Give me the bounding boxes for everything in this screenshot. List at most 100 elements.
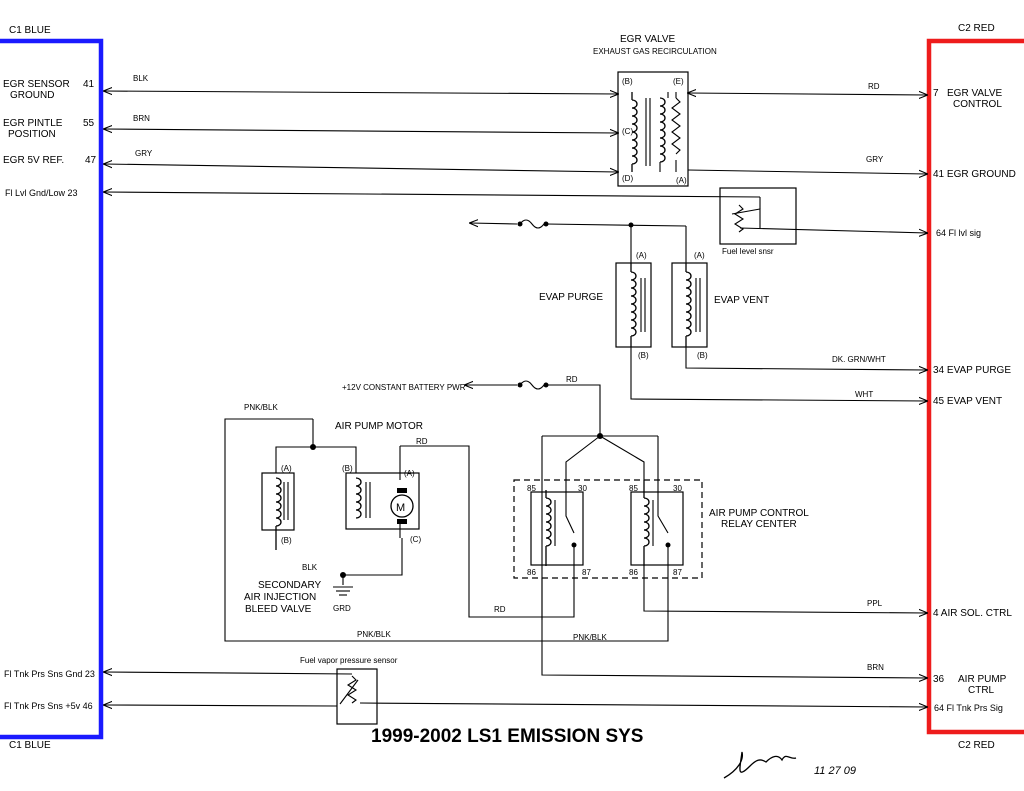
egr-pin-b: (B) bbox=[622, 77, 633, 86]
air-pump-motor-label: AIR PUMP MOTOR bbox=[335, 421, 423, 432]
fl-tnk-prs-sns-5v-label: Fl Tnk Prs Sns +5v 46 bbox=[4, 701, 93, 711]
wire-label-ppl: PPL bbox=[867, 599, 883, 608]
battery-fuse-icon bbox=[519, 380, 545, 390]
pump-pin-b: (B) bbox=[342, 464, 353, 473]
wire-label-gry-right: GRY bbox=[866, 155, 884, 164]
c2-connector-bar bbox=[926, 38, 1024, 735]
motor-symbol: M bbox=[396, 502, 405, 514]
relay-b-pin-86: 86 bbox=[629, 568, 638, 577]
egr-pin-a: (A) bbox=[676, 176, 687, 185]
relay-center-label: AIR PUMP CONTROL bbox=[709, 508, 809, 519]
egr-valve-resistor bbox=[671, 97, 681, 155]
c1-connector-bar bbox=[0, 38, 104, 740]
wire-fl-lvl-gnd bbox=[104, 192, 761, 198]
relay-a bbox=[530, 491, 584, 566]
egr-pin-d: (D) bbox=[622, 174, 633, 183]
egr-valve-control-label-2: CONTROL bbox=[953, 99, 1002, 110]
relay-b-pin-85: 85 bbox=[629, 484, 638, 493]
air-pump-ctrl-label: AIR PUMP bbox=[958, 674, 1007, 685]
evap-vent-pin-b: (B) bbox=[697, 351, 708, 360]
motor-icon bbox=[390, 494, 414, 518]
relay-b-pin-87: 87 bbox=[673, 568, 682, 577]
wire-label-rd-pump: RD bbox=[416, 437, 428, 446]
c2-bottom-label: C2 RED bbox=[958, 740, 995, 751]
wire-relay-b-87 bbox=[224, 418, 669, 642]
fuel-level-sensor-resistor bbox=[733, 204, 745, 233]
evap-fuse-icon bbox=[519, 219, 545, 229]
relay-b-pin-30: 30 bbox=[673, 484, 682, 493]
air-pump-ctrl-label-2: CTRL bbox=[968, 685, 995, 696]
fl-lvl-gnd-low-label: Fl Lvl Gnd/Low 23 bbox=[5, 188, 78, 198]
wire-label-blk: BLK bbox=[133, 74, 149, 83]
fuel-level-sensor-box bbox=[719, 187, 797, 245]
fl-tnk-prs-sig-label: 64 Fl Tnk Prs Sig bbox=[934, 703, 1003, 713]
pump-pin-a: (A) bbox=[404, 469, 415, 478]
fuel-vapor-sensor-box bbox=[336, 668, 378, 725]
wire-fl-tnk-5v bbox=[104, 705, 338, 706]
signature-scribble bbox=[723, 751, 797, 779]
wire-label-gry: GRY bbox=[135, 149, 153, 158]
evap-purge-solenoid-box bbox=[615, 262, 652, 348]
wire-egr-sensor-ground bbox=[104, 91, 618, 94]
relay-a-pin-30: 30 bbox=[578, 484, 587, 493]
egr-pintle-position-pin: 55 bbox=[83, 118, 95, 129]
bleed-valve-label-2: AIR INJECTION bbox=[244, 592, 316, 603]
wire-egr-pintle bbox=[104, 129, 618, 133]
wire-evap-purge bbox=[685, 347, 927, 370]
evap-purge-pin-a: (A) bbox=[636, 251, 647, 260]
evap-vent-solenoid-box bbox=[671, 262, 708, 348]
wire-label-pnk-blk-bottom: PNK/BLK bbox=[357, 630, 391, 639]
c1-bottom-label: C1 BLUE bbox=[9, 740, 51, 751]
wire-label-rd: RD bbox=[868, 82, 880, 91]
wire-egr-valve-control bbox=[688, 93, 927, 95]
evap-vent-pin-label: 45 EVAP VENT bbox=[933, 396, 1002, 407]
c1-top-label: C1 BLUE bbox=[9, 25, 51, 36]
egr-valve-title: EGR VALVE bbox=[620, 34, 676, 45]
wire-label-dk-grn-wht: DK. GRN/WHT bbox=[832, 355, 886, 364]
egr-valve-control-pin: 7 bbox=[933, 88, 939, 99]
air-pump-ctrl-pin: 36 bbox=[933, 674, 945, 685]
relay-a-pin-87: 87 bbox=[582, 568, 591, 577]
bleed-pin-b: (B) bbox=[281, 536, 292, 545]
battery-power-label: +12V CONSTANT BATTERY PWR bbox=[342, 383, 466, 392]
wire-label-brn: BRN bbox=[133, 114, 150, 123]
wire-pump-ground bbox=[342, 538, 403, 585]
egr-5v-ref-label: EGR 5V REF. bbox=[3, 155, 64, 166]
egr-pintle-position-label: EGR PINTLE bbox=[3, 118, 63, 129]
relay-b bbox=[630, 491, 684, 566]
ground-label: GRD bbox=[333, 604, 351, 613]
relay-a-pin-85: 85 bbox=[527, 484, 536, 493]
diagram-title: 1999-2002 LS1 EMISSION SYS bbox=[371, 726, 643, 747]
pump-pin-c: (C) bbox=[410, 535, 421, 544]
wire-label-brn-bottom: BRN bbox=[867, 663, 884, 672]
egr-sensor-ground-pin: 41 bbox=[83, 79, 95, 90]
relay-center-label-2: RELAY CENTER bbox=[721, 519, 797, 530]
wire-label-pnk-blk-top: PNK/BLK bbox=[244, 403, 278, 412]
evap-purge-pin-b: (B) bbox=[638, 351, 649, 360]
wire-fl-tnk-gnd bbox=[104, 672, 353, 674]
air-sol-ctrl-label: 4 AIR SOL. CTRL bbox=[933, 608, 1012, 619]
wire-label-pnk-blk-bottom-2: PNK/BLK bbox=[573, 633, 607, 642]
wire-label-wht: WHT bbox=[855, 390, 873, 399]
egr-pintle-position-label-2: POSITION bbox=[8, 129, 56, 140]
evap-vent-label: EVAP VENT bbox=[714, 295, 769, 306]
relay-center-box bbox=[513, 479, 703, 579]
bleed-valve-box bbox=[261, 472, 295, 531]
bleed-valve-label-3: BLEED VALVE bbox=[245, 604, 312, 615]
wire-label-rd-battery: RD bbox=[566, 375, 578, 384]
wire-air-sol-ctrl bbox=[643, 566, 927, 613]
fuel-vapor-sensor-label: Fuel vapor pressure sensor bbox=[300, 656, 398, 665]
wire-label-blk-ground: BLK bbox=[302, 563, 318, 572]
egr-ground-label: 41 EGR GROUND bbox=[933, 169, 1016, 180]
signature-date: 11 27 09 bbox=[814, 765, 856, 777]
egr-pin-c: (C) bbox=[622, 127, 633, 136]
egr-valve-control-label: EGR VALVE bbox=[947, 88, 1003, 99]
fl-tnk-prs-sns-gnd-label: Fl Tnk Prs Sns Gnd 23 bbox=[4, 669, 95, 679]
egr-sensor-ground-label-2: GROUND bbox=[10, 90, 54, 101]
wire-egr-5v bbox=[104, 164, 618, 172]
egr-5v-ref-pin: 47 bbox=[85, 155, 97, 166]
fl-lvl-sig-label: 64 Fl lvl sig bbox=[936, 228, 981, 238]
relay-a-pin-86: 86 bbox=[527, 568, 536, 577]
c2-top-label: C2 RED bbox=[958, 23, 995, 34]
fuel-level-sensor-label: Fuel level snsr bbox=[722, 247, 774, 256]
